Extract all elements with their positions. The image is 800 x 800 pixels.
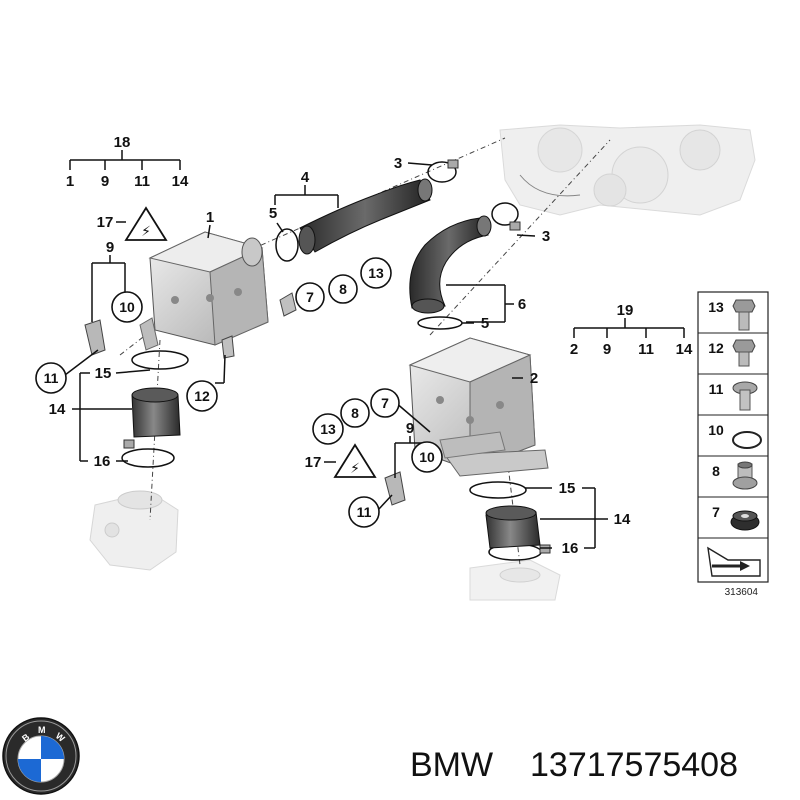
svg-text:B: B: [20, 731, 32, 743]
callout-3-lower: 3: [542, 228, 550, 245]
callout-10-right: 10: [419, 449, 435, 465]
callout-11-left: 11: [44, 370, 59, 386]
callout-7-right: 7: [381, 395, 389, 411]
callout-12: 12: [194, 388, 210, 404]
bmw-logo-icon: B M W: [2, 717, 80, 795]
diagram-number: 313604: [725, 587, 759, 598]
connecting-sleeves: [131, 387, 541, 549]
callout-18-leaf-11: 11: [134, 173, 150, 190]
callout-16-left: 16: [94, 453, 111, 470]
callout-18-leaf-14: 14: [172, 173, 189, 190]
callout-3-upper: 3: [394, 155, 402, 172]
leader-lines: [64, 150, 685, 549]
callout-9-left: 9: [106, 239, 114, 256]
legend-num-13: 13: [708, 299, 724, 315]
callout-13-left: 13: [368, 265, 384, 281]
callout-18: 18: [114, 134, 131, 151]
hose-clamps: [121, 159, 551, 561]
callout-14-left: 14: [49, 401, 66, 418]
callout-9-right: 9: [406, 420, 414, 437]
callout-19-leaf-11: 11: [638, 341, 654, 358]
callout-14-right: 14: [614, 511, 631, 528]
callout-11-right: 11: [357, 504, 372, 520]
sensor-brackets: [84, 292, 406, 506]
intercooler-right-part: [408, 337, 549, 477]
callout-18-leaf-1: 1: [66, 173, 74, 190]
svg-text:⚡: ⚡: [350, 461, 360, 477]
callout-1: 1: [206, 209, 214, 226]
legend-num-10: 10: [708, 422, 724, 438]
intercooler-left-part: [139, 231, 269, 351]
callout-19: 19: [617, 302, 634, 319]
callout-8-left: 8: [339, 281, 347, 297]
legend-num-11: 11: [709, 381, 724, 397]
legend-num-7: 7: [712, 504, 720, 520]
callout-7-left: 7: [306, 289, 314, 305]
caption-part-number: 13717575408: [530, 746, 738, 784]
throttle-body-part: [89, 490, 179, 571]
fastener-legend: 13 12 11 10 8 7: [697, 291, 769, 583]
turbocharger-engine-part: [499, 124, 756, 216]
callout-5-upper: 5: [269, 205, 277, 222]
warning-triangle-right: ⚡: [333, 443, 377, 478]
rubber-grommet-icon: [730, 510, 760, 531]
callout-16-right: 16: [562, 540, 579, 557]
callout-2: 2: [530, 370, 538, 387]
outlet-pipe-part: [469, 559, 561, 601]
callout-15-right: 15: [559, 480, 576, 497]
callout-8-right: 8: [351, 405, 359, 421]
callout-4: 4: [301, 169, 310, 186]
callout-17-left: 17: [97, 214, 114, 231]
legend-num-12: 12: [708, 340, 724, 356]
callout-5-lower: 5: [481, 315, 489, 332]
legend-num-8: 8: [712, 463, 720, 479]
callout-6: 6: [518, 296, 526, 313]
spacer-sleeve-icon: [732, 461, 758, 490]
callout-17-right: 17: [305, 454, 322, 471]
callout-19-leaf-14: 14: [676, 341, 693, 358]
circled-callouts: 10 7 8 13 11 12 13 8 7 10 11: [35, 257, 443, 528]
callout-18-leaf-9: 9: [101, 173, 109, 190]
warning-triangle-left: ⚡: [124, 206, 168, 241]
svg-text:⚡: ⚡: [141, 224, 151, 240]
charge-air-hose-lower: [409, 215, 492, 314]
callout-10-left: 10: [119, 299, 135, 315]
callout-15-left: 15: [95, 365, 112, 382]
charge-air-hose-upper: [298, 178, 433, 255]
o-ring-icon: [732, 431, 762, 449]
callout-19-leaf-2: 2: [570, 341, 578, 358]
hose-arrow-icon: [707, 546, 761, 577]
caption-brand: BMW: [410, 746, 493, 784]
bolt-hex-short-icon: [732, 339, 756, 367]
callout-19-leaf-9: 9: [603, 341, 611, 358]
bolt-hex-long-icon: [732, 299, 756, 331]
screw-flange-icon: [732, 381, 758, 411]
callout-13-right: 13: [320, 421, 336, 437]
svg-text:M: M: [38, 725, 46, 735]
